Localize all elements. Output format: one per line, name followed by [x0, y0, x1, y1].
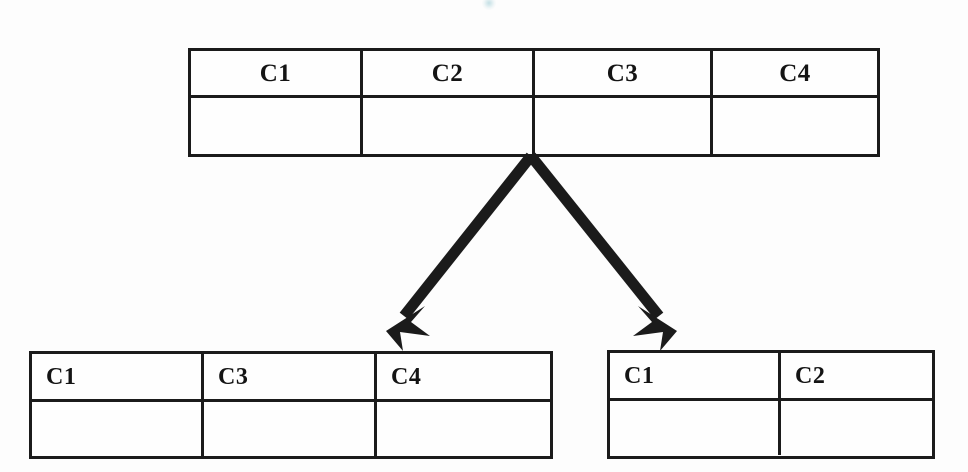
- column-label-c2: C2: [431, 59, 464, 87]
- column-label-c1: C1: [46, 363, 77, 390]
- column-label-c1: C1: [259, 59, 292, 87]
- header-cell-c3: C3: [535, 51, 713, 95]
- arrow-to-right-table: [526, 152, 677, 351]
- column-label-c3: C3: [218, 363, 249, 390]
- body-cell-c4: [713, 98, 877, 154]
- column-label-c4: C4: [779, 59, 811, 87]
- decomposed-relation-left-table: C1 C3 C4: [29, 351, 553, 459]
- scan-speck: [482, 0, 496, 10]
- table-body-row: [32, 402, 550, 456]
- body-cell-c4: [377, 402, 550, 456]
- column-label-c2: C2: [795, 362, 826, 389]
- table-body-row: [610, 401, 932, 455]
- body-cell-c1: [32, 402, 205, 456]
- body-cell-c3: [535, 98, 713, 154]
- header-cell-c4: C4: [377, 354, 550, 399]
- column-label-c3: C3: [606, 59, 639, 87]
- header-cell-c4: C4: [713, 51, 877, 95]
- body-cell-c1: [610, 401, 781, 455]
- table-header-row: C1 C2: [610, 353, 932, 401]
- header-cell-c3: C3: [204, 354, 378, 399]
- table-header-row: C1 C2 C3 C4: [191, 51, 877, 98]
- column-label-c1: C1: [624, 362, 655, 389]
- header-cell-c1: C1: [191, 51, 363, 95]
- arrow-to-left-table: [386, 152, 536, 351]
- table-body-row: [191, 98, 877, 154]
- table-header-row: C1 C3 C4: [32, 354, 550, 402]
- header-cell-c2: C2: [781, 353, 932, 398]
- column-label-c4: C4: [391, 363, 422, 390]
- body-cell-c2: [781, 401, 932, 455]
- decomposed-relation-right-table: C1 C2: [607, 350, 935, 459]
- header-cell-c1: C1: [32, 354, 205, 399]
- body-cell-c1: [191, 98, 363, 154]
- header-cell-c2: C2: [363, 51, 535, 95]
- body-cell-c2: [363, 98, 535, 154]
- header-cell-c1: C1: [610, 353, 781, 398]
- body-cell-c3: [204, 402, 378, 456]
- original-relation-table: C1 C2 C3 C4: [188, 48, 880, 157]
